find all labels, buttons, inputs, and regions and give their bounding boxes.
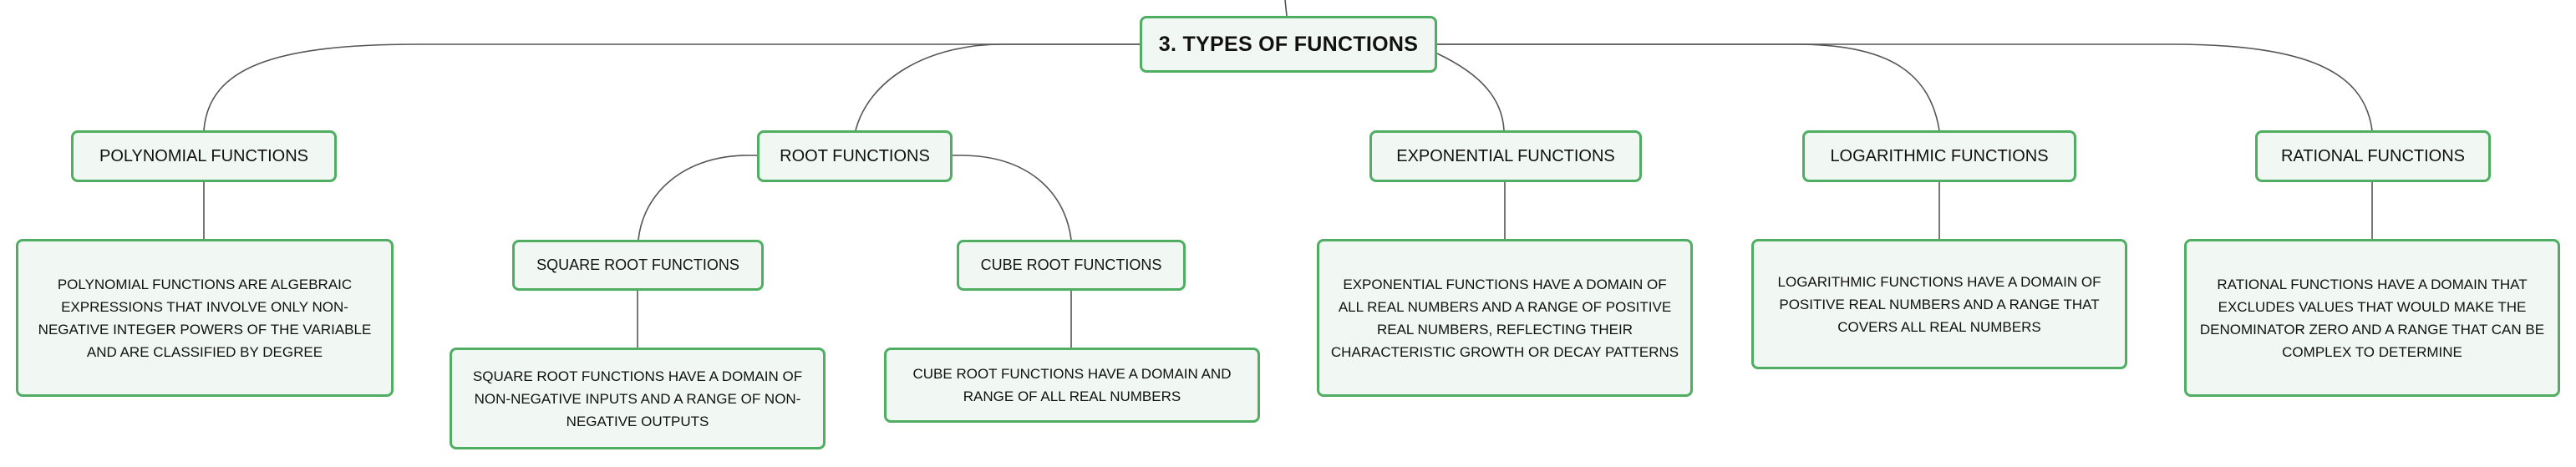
edge-root-logarithmic: [1437, 43, 1940, 131]
rational-functions-node[interactable]: RATIONAL FUNCTIONS: [2255, 130, 2491, 182]
square-root-description-node[interactable]: SQUARE ROOT FUNCTIONS HAVE A DOMAIN OF N…: [450, 348, 826, 449]
polynomial-functions-node[interactable]: POLYNOMIAL FUNCTIONS: [71, 130, 337, 182]
logarithmic-description-text: LOGARITHMIC FUNCTIONS HAVE A DOMAIN OF P…: [1777, 273, 2101, 335]
root-functions-node[interactable]: ROOT FUNCTIONS: [757, 130, 953, 182]
logarithmic-description-node[interactable]: LOGARITHMIC FUNCTIONS HAVE A DOMAIN OF P…: [1751, 239, 2127, 369]
exponential-functions-node[interactable]: EXPONENTIAL FUNCTIONS: [1369, 130, 1642, 182]
rational-description-node[interactable]: RATIONAL FUNCTIONS HAVE A DOMAIN THAT EX…: [2184, 239, 2560, 397]
logarithmic-functions-label: LOGARITHMIC FUNCTIONS: [1830, 146, 2049, 165]
cube-root-description-node[interactable]: CUBE ROOT FUNCTIONS HAVE A DOMAIN AND RA…: [884, 348, 1260, 423]
edge-root-rational: [1437, 43, 2373, 131]
square-root-functions-label: SQUARE ROOT FUNCTIONS: [536, 256, 739, 273]
cube-root-functions-node[interactable]: CUBE ROOT FUNCTIONS: [957, 240, 1186, 291]
edge-root-exponential: [1436, 53, 1505, 131]
polynomial-description-node[interactable]: POLYNOMIAL FUNCTIONS ARE ALGEBRAIC EXPRE…: [16, 239, 394, 397]
exponential-functions-label: EXPONENTIAL FUNCTIONS: [1396, 146, 1615, 165]
logarithmic-functions-node[interactable]: LOGARITHMIC FUNCTIONS: [1802, 130, 2076, 182]
root-functions-label: ROOT FUNCTIONS: [780, 146, 930, 165]
edge-rootfunctions-square: [638, 155, 757, 241]
exponential-description-node[interactable]: EXPONENTIAL FUNCTIONS HAVE A DOMAIN OF A…: [1317, 239, 1693, 397]
square-root-description-text: SQUARE ROOT FUNCTIONS HAVE A DOMAIN OF N…: [472, 368, 803, 429]
polynomial-description-text: POLYNOMIAL FUNCTIONS ARE ALGEBRAIC EXPRE…: [38, 276, 372, 360]
edge-root-polynomial: [203, 43, 1140, 131]
root-topic-node[interactable]: 3. TYPES OF FUNCTIONS: [1140, 16, 1437, 73]
edge-rootfunctions-cube: [953, 155, 1072, 241]
exponential-description-text: EXPONENTIAL FUNCTIONS HAVE A DOMAIN OF A…: [1330, 276, 1679, 360]
root-topic-label: 3. TYPES OF FUNCTIONS: [1158, 32, 1419, 56]
edge-root-rootfunctions: [855, 43, 1140, 131]
polynomial-functions-label: POLYNOMIAL FUNCTIONS: [99, 146, 309, 165]
cube-root-functions-label: CUBE ROOT FUNCTIONS: [980, 256, 1162, 273]
rational-description-text: RATIONAL FUNCTIONS HAVE A DOMAIN THAT EX…: [2199, 276, 2545, 360]
cube-root-description-text: CUBE ROOT FUNCTIONS HAVE A DOMAIN AND RA…: [912, 366, 1232, 404]
square-root-functions-node[interactable]: SQUARE ROOT FUNCTIONS: [512, 240, 764, 291]
rational-functions-label: RATIONAL FUNCTIONS: [2280, 146, 2465, 165]
edge-parent-stub: [1284, 0, 1288, 17]
